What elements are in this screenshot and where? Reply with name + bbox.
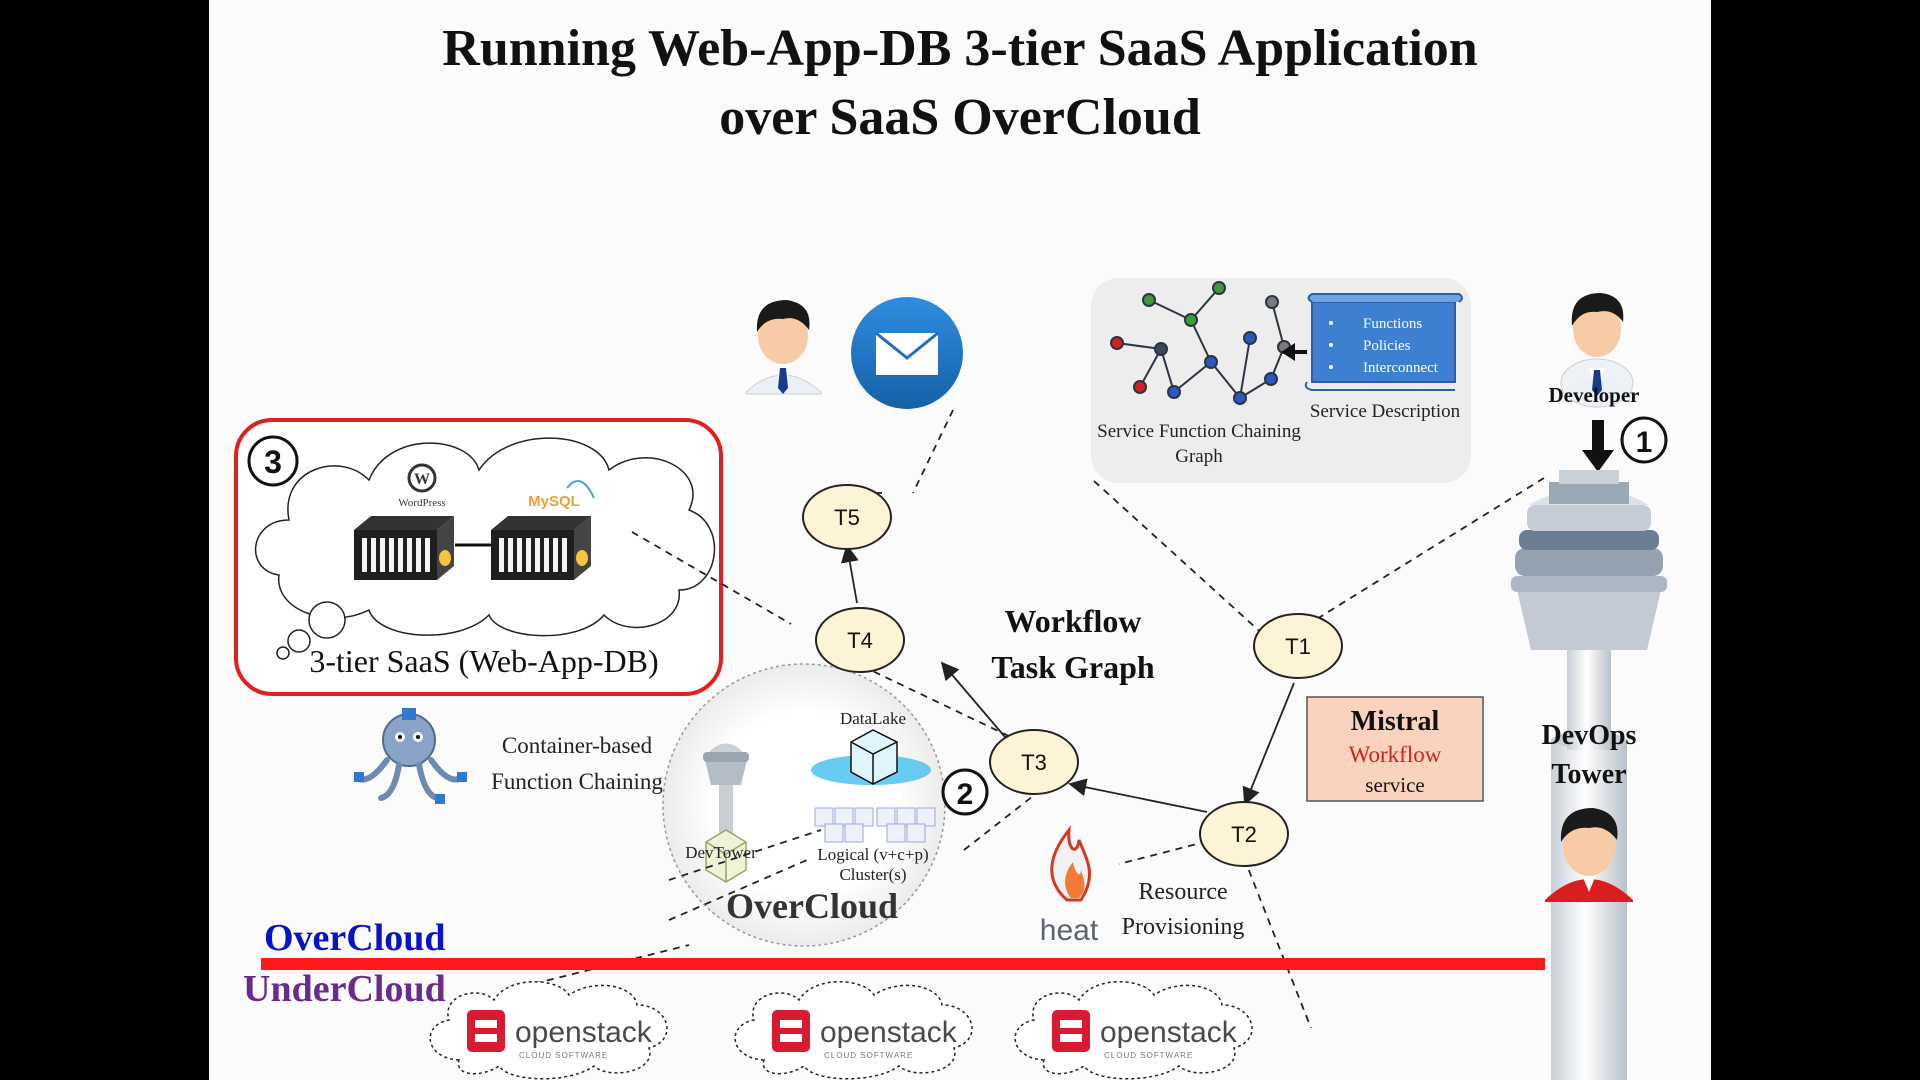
svg-text:T3: T3 — [1021, 750, 1047, 775]
resource-provisioning-line-2: Provisioning — [1122, 914, 1245, 940]
saas-thought-cloud — [254, 437, 716, 637]
openstack-cloud-1: openstack CLOUD SOFTWARE — [429, 981, 668, 1080]
developer-down-arrow — [1582, 420, 1614, 472]
step-3-badge: 3 — [247, 435, 299, 487]
overcloud-undercloud-divider — [261, 958, 1545, 970]
sfc-graph-label-line-1: Service Function Chaining — [1097, 421, 1301, 442]
task-arrows — [840, 544, 1295, 813]
datalake-icon — [811, 729, 931, 785]
openstack-cloud-2: openstack CLOUD SOFTWARE — [734, 981, 973, 1080]
saas-label: 3-tier SaaS (Web-App-DB) — [309, 643, 658, 679]
devtower-icon — [703, 743, 749, 883]
saas-application-box: 3 W WordPress MySQL — [234, 418, 723, 696]
svg-text:CLOUD SOFTWARE: CLOUD SOFTWARE — [824, 1051, 913, 1060]
description-item-policies: Policies — [1363, 338, 1411, 354]
openstack-logo-icon — [467, 1010, 505, 1052]
wordpress-logo-icon: W WordPress — [398, 463, 446, 509]
workflow-label-line-1: Workflow — [1005, 603, 1142, 639]
overcloud-layer-label: OverCloud — [264, 917, 446, 959]
db-container-icon — [491, 516, 591, 580]
svg-text:T4: T4 — [847, 628, 873, 653]
devtower-label: DevTower — [685, 843, 757, 862]
svg-text:openstack: openstack — [515, 1016, 653, 1049]
user-avatar-icon — [745, 300, 822, 395]
svg-text:2: 2 — [957, 778, 974, 811]
clusters-label-line-2: Cluster(s) — [839, 865, 906, 884]
svg-text:T2: T2 — [1231, 822, 1257, 847]
svg-text:1: 1 — [1636, 426, 1653, 459]
resource-provisioning-line-1: Resource — [1138, 879, 1227, 905]
developer-label: Developer — [1549, 383, 1640, 407]
task-node-t5[interactable]: T5 — [802, 484, 892, 550]
overcloud-bubble-label: OverCloud — [726, 886, 898, 926]
mistral-service-label: service — [1365, 773, 1424, 797]
svg-text:heat: heat — [1040, 914, 1099, 947]
task-node-t2[interactable]: T2 — [1199, 801, 1289, 867]
svg-text:openstack: openstack — [820, 1016, 958, 1049]
svg-text:W: W — [414, 471, 430, 488]
openstack-logo-icon — [772, 1010, 810, 1052]
sfc-graph-label-line-2: Graph — [1175, 446, 1223, 467]
svg-text:openstack: openstack — [1100, 1016, 1238, 1049]
developer-avatar-icon — [1560, 293, 1634, 408]
chaining-label-line-1: Container-based — [502, 733, 653, 758]
description-item-interconnect: Interconnect — [1363, 360, 1439, 376]
svg-text:MySQL: MySQL — [528, 493, 580, 510]
devops-tower-label-line-1: DevOps — [1542, 720, 1637, 751]
chaining-label-line-2: Function Chaining — [491, 769, 663, 794]
svg-text:T1: T1 — [1285, 634, 1311, 659]
email-icon — [851, 297, 963, 409]
step-2-badge: 2 — [941, 768, 989, 816]
operator-avatar-icon — [1545, 808, 1633, 902]
workflow-label-line-2: Task Graph — [991, 649, 1155, 685]
svg-text:CLOUD SOFTWARE: CLOUD SOFTWARE — [519, 1051, 608, 1060]
step-1-badge: 1 — [1620, 416, 1668, 464]
service-function-chaining-panel: Service Function Chaining Graph Function… — [1091, 278, 1471, 483]
devops-tower-label-line-2: Tower — [1551, 759, 1626, 790]
devops-tower-icon — [1511, 470, 1667, 1080]
description-item-functions: Functions — [1363, 316, 1422, 332]
title-line-2: over SaaS OverCloud — [719, 89, 1201, 146]
task-node-t1[interactable]: T1 — [1253, 613, 1343, 679]
openstack-cloud-3: openstack CLOUD SOFTWARE — [1014, 981, 1253, 1080]
mysql-logo-icon: MySQL — [528, 479, 595, 510]
overcloud-bubble: DevTower DataLake Logical (v+c+p) Cluste… — [662, 663, 989, 947]
svg-text:CLOUD SOFTWARE: CLOUD SOFTWARE — [1104, 1051, 1193, 1060]
openstack-logo-icon — [1052, 1010, 1090, 1052]
svg-text:T5: T5 — [834, 505, 860, 530]
service-description-label: Service Description — [1310, 401, 1461, 422]
slide: Running Web-App-DB 3-tier SaaS Applicati… — [209, 0, 1711, 1080]
mistral-label: Mistral — [1351, 706, 1440, 737]
mistral-workflow-service-box: Mistral Workflow service — [1306, 696, 1484, 802]
logical-clusters-icon — [814, 807, 936, 843]
mistral-workflow-label: Workflow — [1349, 742, 1442, 767]
web-container-icon — [354, 516, 454, 580]
title-line-1: Running Web-App-DB 3-tier SaaS Applicati… — [442, 20, 1478, 77]
service-description-scroll: Functions Policies Interconnect — [1304, 293, 1463, 391]
heat-logo-icon: heat — [1040, 825, 1099, 947]
svg-text:3: 3 — [264, 444, 282, 480]
datalake-label: DataLake — [840, 709, 906, 728]
clusters-label-line-1: Logical (v+c+p) — [817, 845, 928, 864]
description-to-graph-arrow — [1281, 343, 1307, 361]
task-node-t3[interactable]: T3 — [989, 729, 1079, 795]
kubernetes-octopus-icon — [354, 708, 467, 804]
svg-text:WordPress: WordPress — [398, 497, 445, 509]
task-node-t4[interactable]: T4 — [815, 607, 905, 673]
undercloud-layer-label: UnderCloud — [243, 968, 446, 1010]
